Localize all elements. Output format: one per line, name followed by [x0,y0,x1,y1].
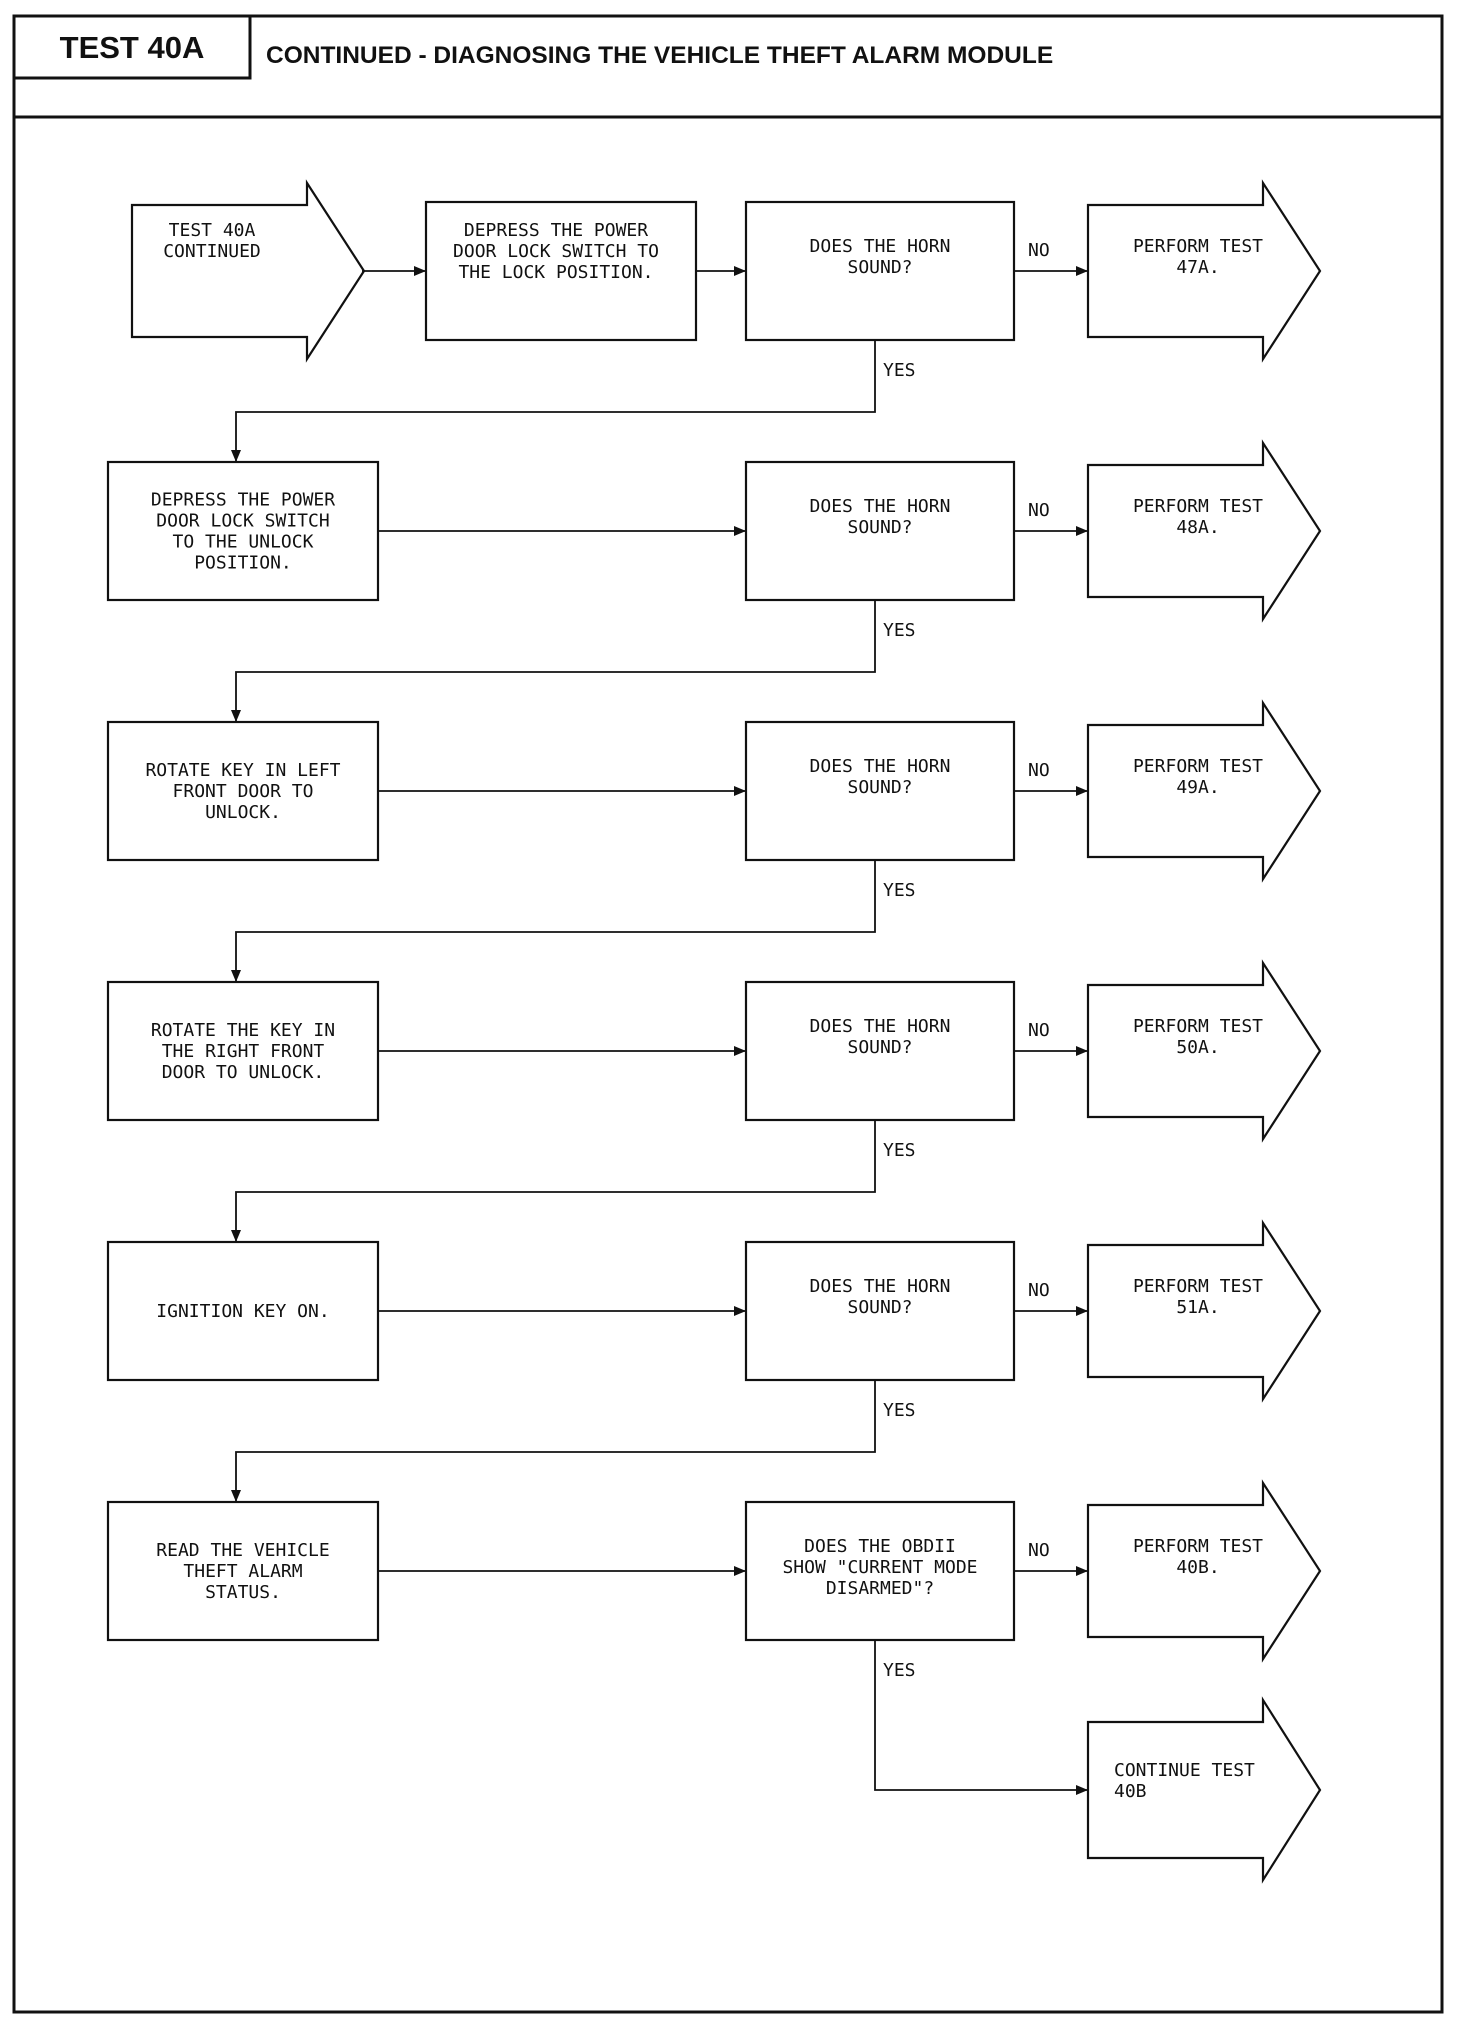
yes-label-4: YES [883,1140,916,1161]
question-box-4-no-label: NO [1028,1020,1050,1041]
yes-path-1 [235,340,876,462]
yes-label-final: YES [883,1660,916,1681]
arrow-action-to-question-1-head [734,266,746,276]
yes-path-2 [235,600,876,722]
arrow-start-to-action-head [414,266,426,276]
result-arrow-6 [1086,1479,1322,1663]
yes-path-5-head [231,1490,241,1502]
arrow-action-to-question-5-head [734,1306,746,1316]
result-arrow-4 [1086,959,1322,1143]
question-box-6 [744,1500,1016,1642]
yes-path-1-head [231,450,241,462]
question-box-3 [744,720,1016,862]
test-id-box [12,14,252,80]
question-box-3-no-arrow-head [1076,786,1088,796]
yes-path-3 [235,860,876,982]
result-arrow-2 [1086,439,1322,623]
action-box-4 [106,980,380,1122]
yes-path-4-head [231,1230,241,1242]
question-box-4 [744,980,1016,1122]
yes-path-final-head [1076,1785,1088,1795]
question-box-5-no-arrow-head [1076,1306,1088,1316]
question-box-5-no-label: NO [1028,1280,1050,1301]
page-title: CONTINUED - DIAGNOSING THE VEHICLE THEFT… [266,42,1053,69]
question-box-3-no-label: NO [1028,760,1050,781]
question-box-2 [744,460,1016,602]
question-box-2-no-arrow-head [1076,526,1088,536]
question-box-5 [744,1240,1016,1382]
question-box-2-no-label: NO [1028,500,1050,521]
yes-path-final [874,1640,1088,1791]
yes-path-2-head [231,710,241,722]
first-action-box [424,200,698,342]
start-arrow [130,179,366,363]
question-box-1-no-arrow-head [1076,266,1088,276]
test-id: TEST 40A [60,30,205,65]
arrow-action-to-question-6-head [734,1566,746,1576]
result-arrow-5 [1086,1219,1322,1403]
yes-path-5 [235,1380,876,1502]
arrow-action-to-question-4-head [734,1046,746,1056]
result-arrow-1 [1086,179,1322,363]
yes-label-2: YES [883,620,916,641]
end-arrow [1086,1696,1322,1884]
page-border [12,14,1444,2014]
yes-label-5: YES [883,1400,916,1421]
action-box-2 [106,460,380,602]
yes-path-3-head [231,970,241,982]
question-box-6-no-label: NO [1028,1540,1050,1561]
arrow-action-to-question-3-head [734,786,746,796]
action-box-3 [106,720,380,862]
arrow-action-to-question-2-head [734,526,746,536]
action-box-5 [106,1240,380,1382]
question-box-4-no-arrow-head [1076,1046,1088,1056]
yes-path-4 [235,1120,876,1242]
action-box-6 [106,1500,380,1642]
question-box-6-no-arrow-head [1076,1566,1088,1576]
result-arrow-3 [1086,699,1322,883]
question-box-1-no-label: NO [1028,240,1050,261]
yes-label-1: YES [883,360,916,381]
yes-label-3: YES [883,880,916,901]
action-label-5: IGNITION KEY ON. [156,1301,329,1322]
